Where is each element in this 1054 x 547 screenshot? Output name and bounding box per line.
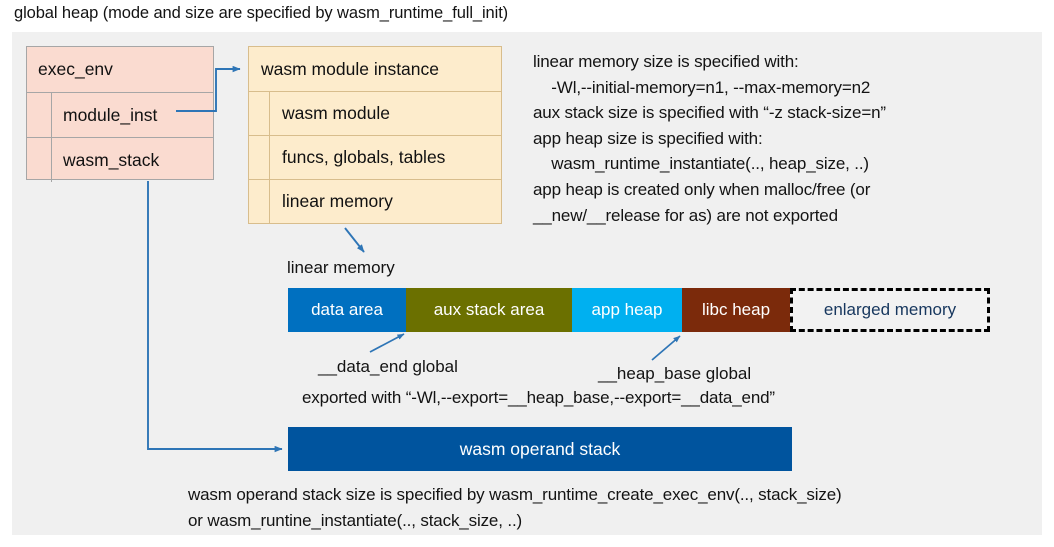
exec-env-field-wasm-stack: wasm_stack — [27, 137, 213, 182]
exec-env-box: exec_env module_inst wasm_stack — [26, 46, 214, 182]
wasm-operand-stack-bar: wasm operand stack — [288, 427, 792, 471]
module-instance-field-linear-memory: linear memory — [249, 179, 501, 223]
exec-env-field-module-inst: module_inst — [27, 92, 213, 137]
operand-stack-note: wasm operand stack size is specified by … — [188, 485, 842, 530]
module-instance-title: wasm module instance — [261, 58, 439, 79]
indent-gutter — [249, 136, 270, 179]
linear-memory-note: linear memory size is specified with: -W… — [533, 52, 886, 225]
field-label-linear-memory: linear memory — [282, 191, 393, 211]
field-label-wasm-stack: wasm_stack — [63, 149, 160, 170]
linear-memory-label: linear memory — [287, 258, 395, 277]
module-instance-field-funcs-globals-tables: funcs, globals, tables — [249, 135, 501, 179]
indent-gutter — [27, 93, 52, 137]
field-label-funcs-globals-tables: funcs, globals, tables — [282, 147, 446, 167]
wasm-module-instance-box: wasm module instance wasm module funcs, … — [248, 46, 502, 224]
field-label-wasm-module: wasm module — [282, 103, 390, 123]
memory-segment-enlarged-memory: enlarged memory — [790, 288, 990, 332]
annotation-data-end: __data_end global — [318, 357, 458, 376]
field-label-module-inst: module_inst — [63, 104, 158, 125]
memory-segment-libc-heap: libc heap — [682, 288, 790, 332]
exec-env-header-row: exec_env — [27, 47, 213, 92]
page-title: global heap (mode and size are specified… — [14, 4, 509, 22]
indent-gutter — [27, 138, 52, 182]
memory-segment-aux-stack-area: aux stack area — [406, 288, 572, 332]
module-instance-header-row: wasm module instance — [249, 47, 501, 91]
indent-gutter — [249, 92, 270, 135]
module-instance-field-wasm-module: wasm module — [249, 91, 501, 135]
indent-gutter — [249, 180, 270, 223]
exec-env-title: exec_env — [38, 59, 113, 79]
annotation-exported-with: exported with “-Wl,--export=__heap_base,… — [302, 388, 775, 407]
memory-segment-app-heap: app heap — [572, 288, 682, 332]
annotation-heap-base: __heap_base global — [598, 364, 752, 383]
memory-segment-data-area: data area — [288, 288, 406, 332]
